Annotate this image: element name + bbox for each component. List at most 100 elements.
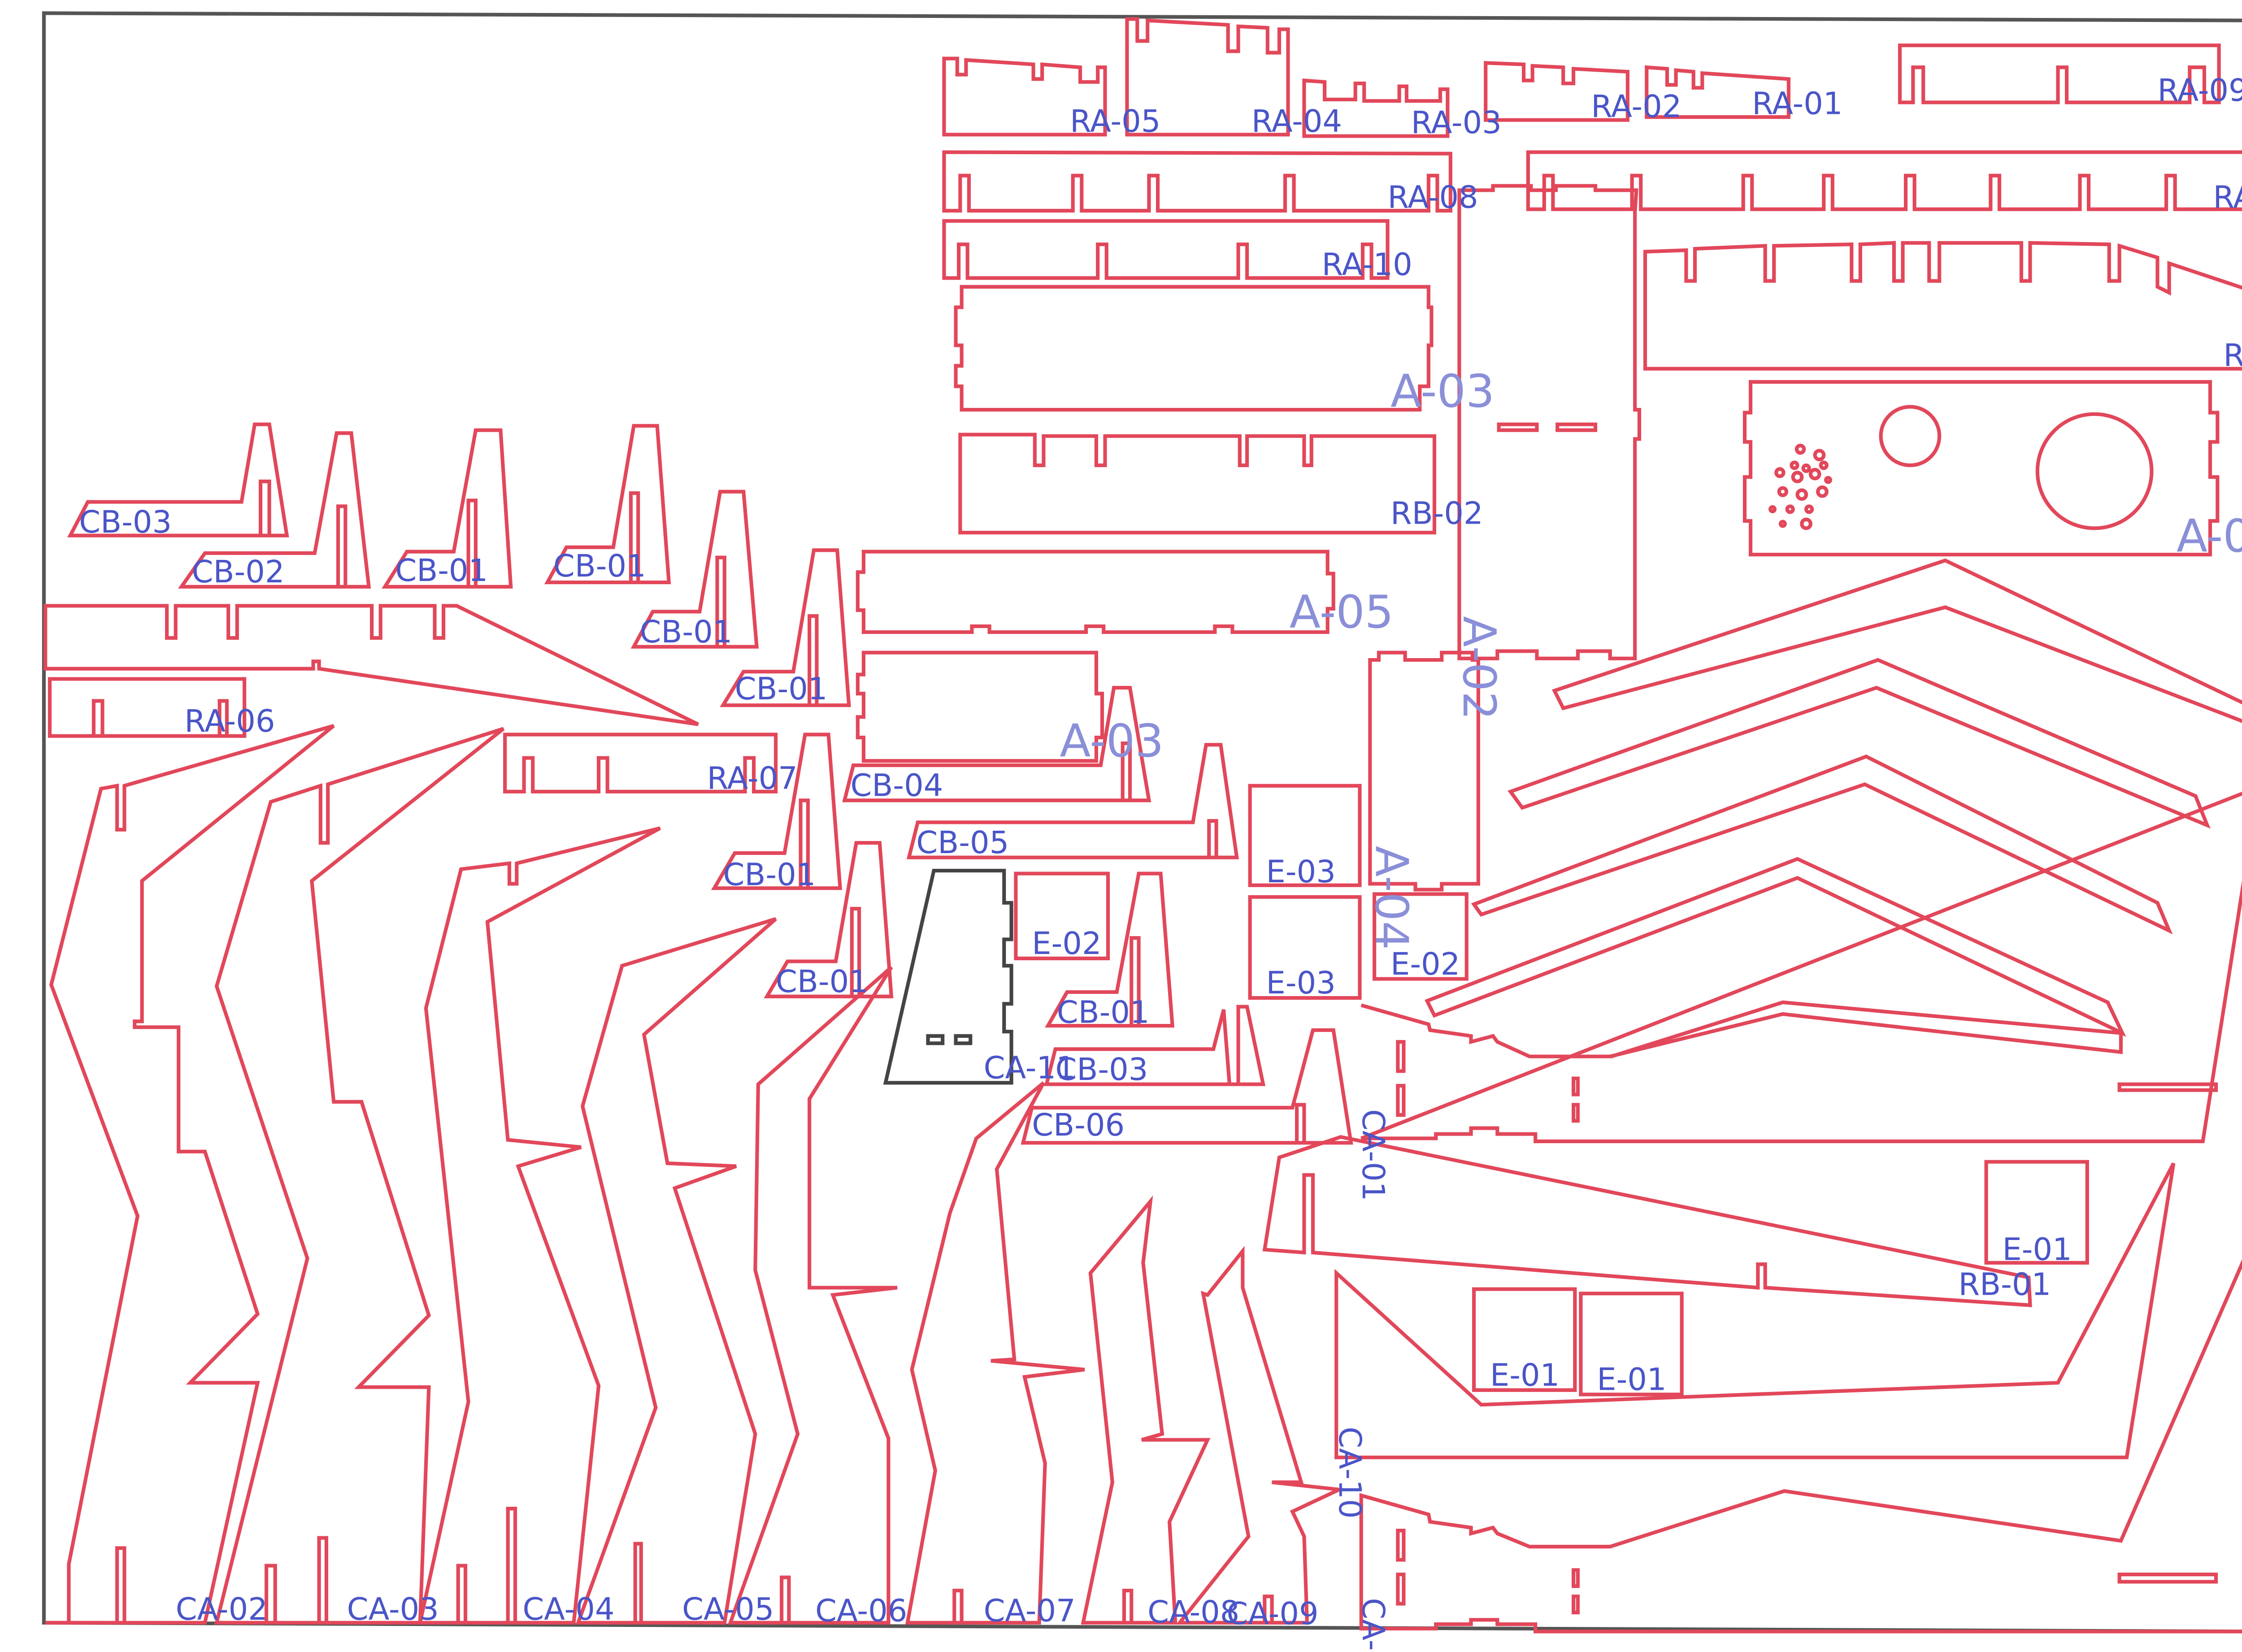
label-ra-02: RA-02	[1591, 89, 1682, 125]
part-ra-08	[942, 150, 1452, 213]
part-ra-04	[1125, 17, 1290, 137]
label-cb-01-g: CB-01	[1057, 995, 1150, 1031]
part-cb-01-b	[544, 424, 671, 585]
part-cb-01-a	[382, 428, 513, 589]
part-wing-4	[1424, 857, 2126, 1037]
part-a-03-lower	[856, 650, 1104, 763]
part-ra-03	[1302, 78, 1450, 138]
label-ca-08: CA-08	[1147, 1595, 1239, 1630]
label-cb-02: CB-02	[192, 554, 285, 590]
a-01-hole-large	[2035, 412, 2154, 530]
part-wing-3	[1471, 754, 2173, 935]
part-cb-01-e	[711, 733, 843, 890]
label-e-01-a: E-01	[2002, 1231, 2072, 1267]
part-ca-01-lower	[1359, 1259, 2242, 1634]
label-cb-05: CB-05	[916, 825, 1009, 861]
ca-01-lower-slot-2	[1396, 1572, 1406, 1606]
ca-01-upper-slot-4	[1571, 1103, 1580, 1123]
part-ca-05	[575, 917, 777, 1625]
label-ca-03: CA-03	[347, 1591, 439, 1627]
label-ra-06: RA-06	[184, 703, 275, 739]
label-cb-01-b: CB-01	[553, 548, 646, 584]
label-e-03-b: E-03	[1266, 965, 1336, 1001]
ca-01-upper-slot-2	[1396, 1084, 1406, 1117]
part-ca-10	[1334, 1162, 2176, 1459]
label-e-03-a: E-03	[1266, 854, 1336, 890]
part-a-01	[1742, 380, 2220, 557]
part-ca-11-slot-1	[926, 1034, 945, 1045]
part-ca-02	[45, 724, 335, 1625]
label-ca-04: CA-04	[522, 1591, 614, 1627]
part-a-02-slot-2	[1555, 422, 1598, 432]
label-rb-01: RB-01	[1959, 1267, 2051, 1303]
label-ca-10: CA-10	[1332, 1427, 1368, 1518]
part-a-03-upper	[954, 285, 1434, 412]
label-e-02-b: E-02	[1390, 946, 1460, 982]
part-e-02-a	[1014, 872, 1110, 960]
label-cb-03: CB-03	[79, 504, 172, 540]
label-ca-07: CA-07	[984, 1593, 1076, 1629]
label-cb-01-d: CB-01	[735, 671, 828, 707]
a-01-vent-holes	[1768, 443, 1833, 530]
label-a-04: A-04	[1365, 846, 1418, 950]
label-ra-12: RA-12	[2223, 338, 2242, 373]
part-cb-03-b	[1044, 1005, 1266, 1086]
label-ra-11: RA-11	[2213, 179, 2242, 215]
part-ra-11	[1526, 150, 2242, 211]
part-ca-03	[214, 727, 505, 1625]
part-e-01-a	[1984, 1160, 2089, 1265]
part-cb-03	[67, 422, 289, 538]
part-e-03-b	[1248, 895, 1362, 1000]
label-ra-08: RA-08	[1387, 179, 1478, 215]
part-e-01-b	[1472, 1287, 1577, 1392]
label-ca-05: CA-05	[682, 1591, 774, 1627]
part-ca-11-slot-2	[954, 1034, 973, 1045]
part-rb-02	[958, 433, 1437, 535]
part-ra-06	[48, 677, 247, 738]
label-e-02-a: E-02	[1032, 926, 1101, 962]
part-cb-05	[906, 743, 1239, 859]
ca-01-lower-slot-3	[1571, 1568, 1580, 1588]
part-ca-04	[417, 826, 661, 1625]
part-cb-01-d	[720, 548, 851, 707]
part-ra-02	[1484, 61, 1629, 122]
ca-01-lower-slot-4	[1571, 1594, 1580, 1614]
part-ra-07	[503, 733, 778, 793]
a-01-hole-small	[1879, 405, 1942, 468]
part-ra-05	[942, 56, 1107, 137]
part-a-02	[1457, 184, 1642, 660]
label-cb-01-a: CB-01	[395, 553, 488, 589]
part-cb-01-c	[630, 490, 759, 649]
part-rb-01	[1262, 1135, 2032, 1307]
part-a-04	[1368, 650, 1480, 892]
label-rb-02: RB-02	[1390, 495, 1483, 531]
ca-01-upper-slot-3	[1571, 1076, 1580, 1097]
part-wing-1	[1551, 558, 2242, 723]
label-e-01-b: E-01	[1490, 1357, 1560, 1393]
part-e-01-c	[1579, 1292, 1684, 1396]
label-a-03-upper: A-03	[1390, 364, 1495, 417]
label-cb-06: CB-06	[1032, 1107, 1125, 1143]
label-ra-01: RA-01	[1752, 86, 1842, 122]
part-ra-01	[1645, 65, 1790, 119]
label-cb-01-e: CB-01	[723, 857, 816, 893]
label-ca-09: CA-09	[1226, 1596, 1318, 1632]
label-ra-04: RA-04	[1251, 104, 1342, 139]
label-ca-02: CA-02	[176, 1591, 268, 1627]
sheet-border	[42, 11, 2242, 1634]
label-cb-01-f: CB-01	[776, 964, 869, 1000]
part-ca-08	[1081, 1195, 1211, 1625]
ca-01-upper-bar	[2117, 1082, 2218, 1092]
label-a-01: A-01	[2177, 510, 2242, 563]
part-a-05	[856, 550, 1335, 634]
part-cb-04	[842, 685, 1151, 802]
label-cb-04: CB-04	[851, 768, 943, 804]
part-e-03-a	[1248, 784, 1362, 887]
part-ca-11	[883, 868, 1013, 1085]
label-ca-01-lower: CA-01	[1355, 1598, 1391, 1652]
part-labels: RA-05 RA-04 RA-03 RA-02 RA-01 RA-09 RA-0…	[79, 73, 2242, 1652]
label-ra-07: RA-07	[707, 760, 798, 796]
label-ra-05: RA-05	[1070, 104, 1160, 139]
part-ra-12	[1643, 241, 2242, 371]
